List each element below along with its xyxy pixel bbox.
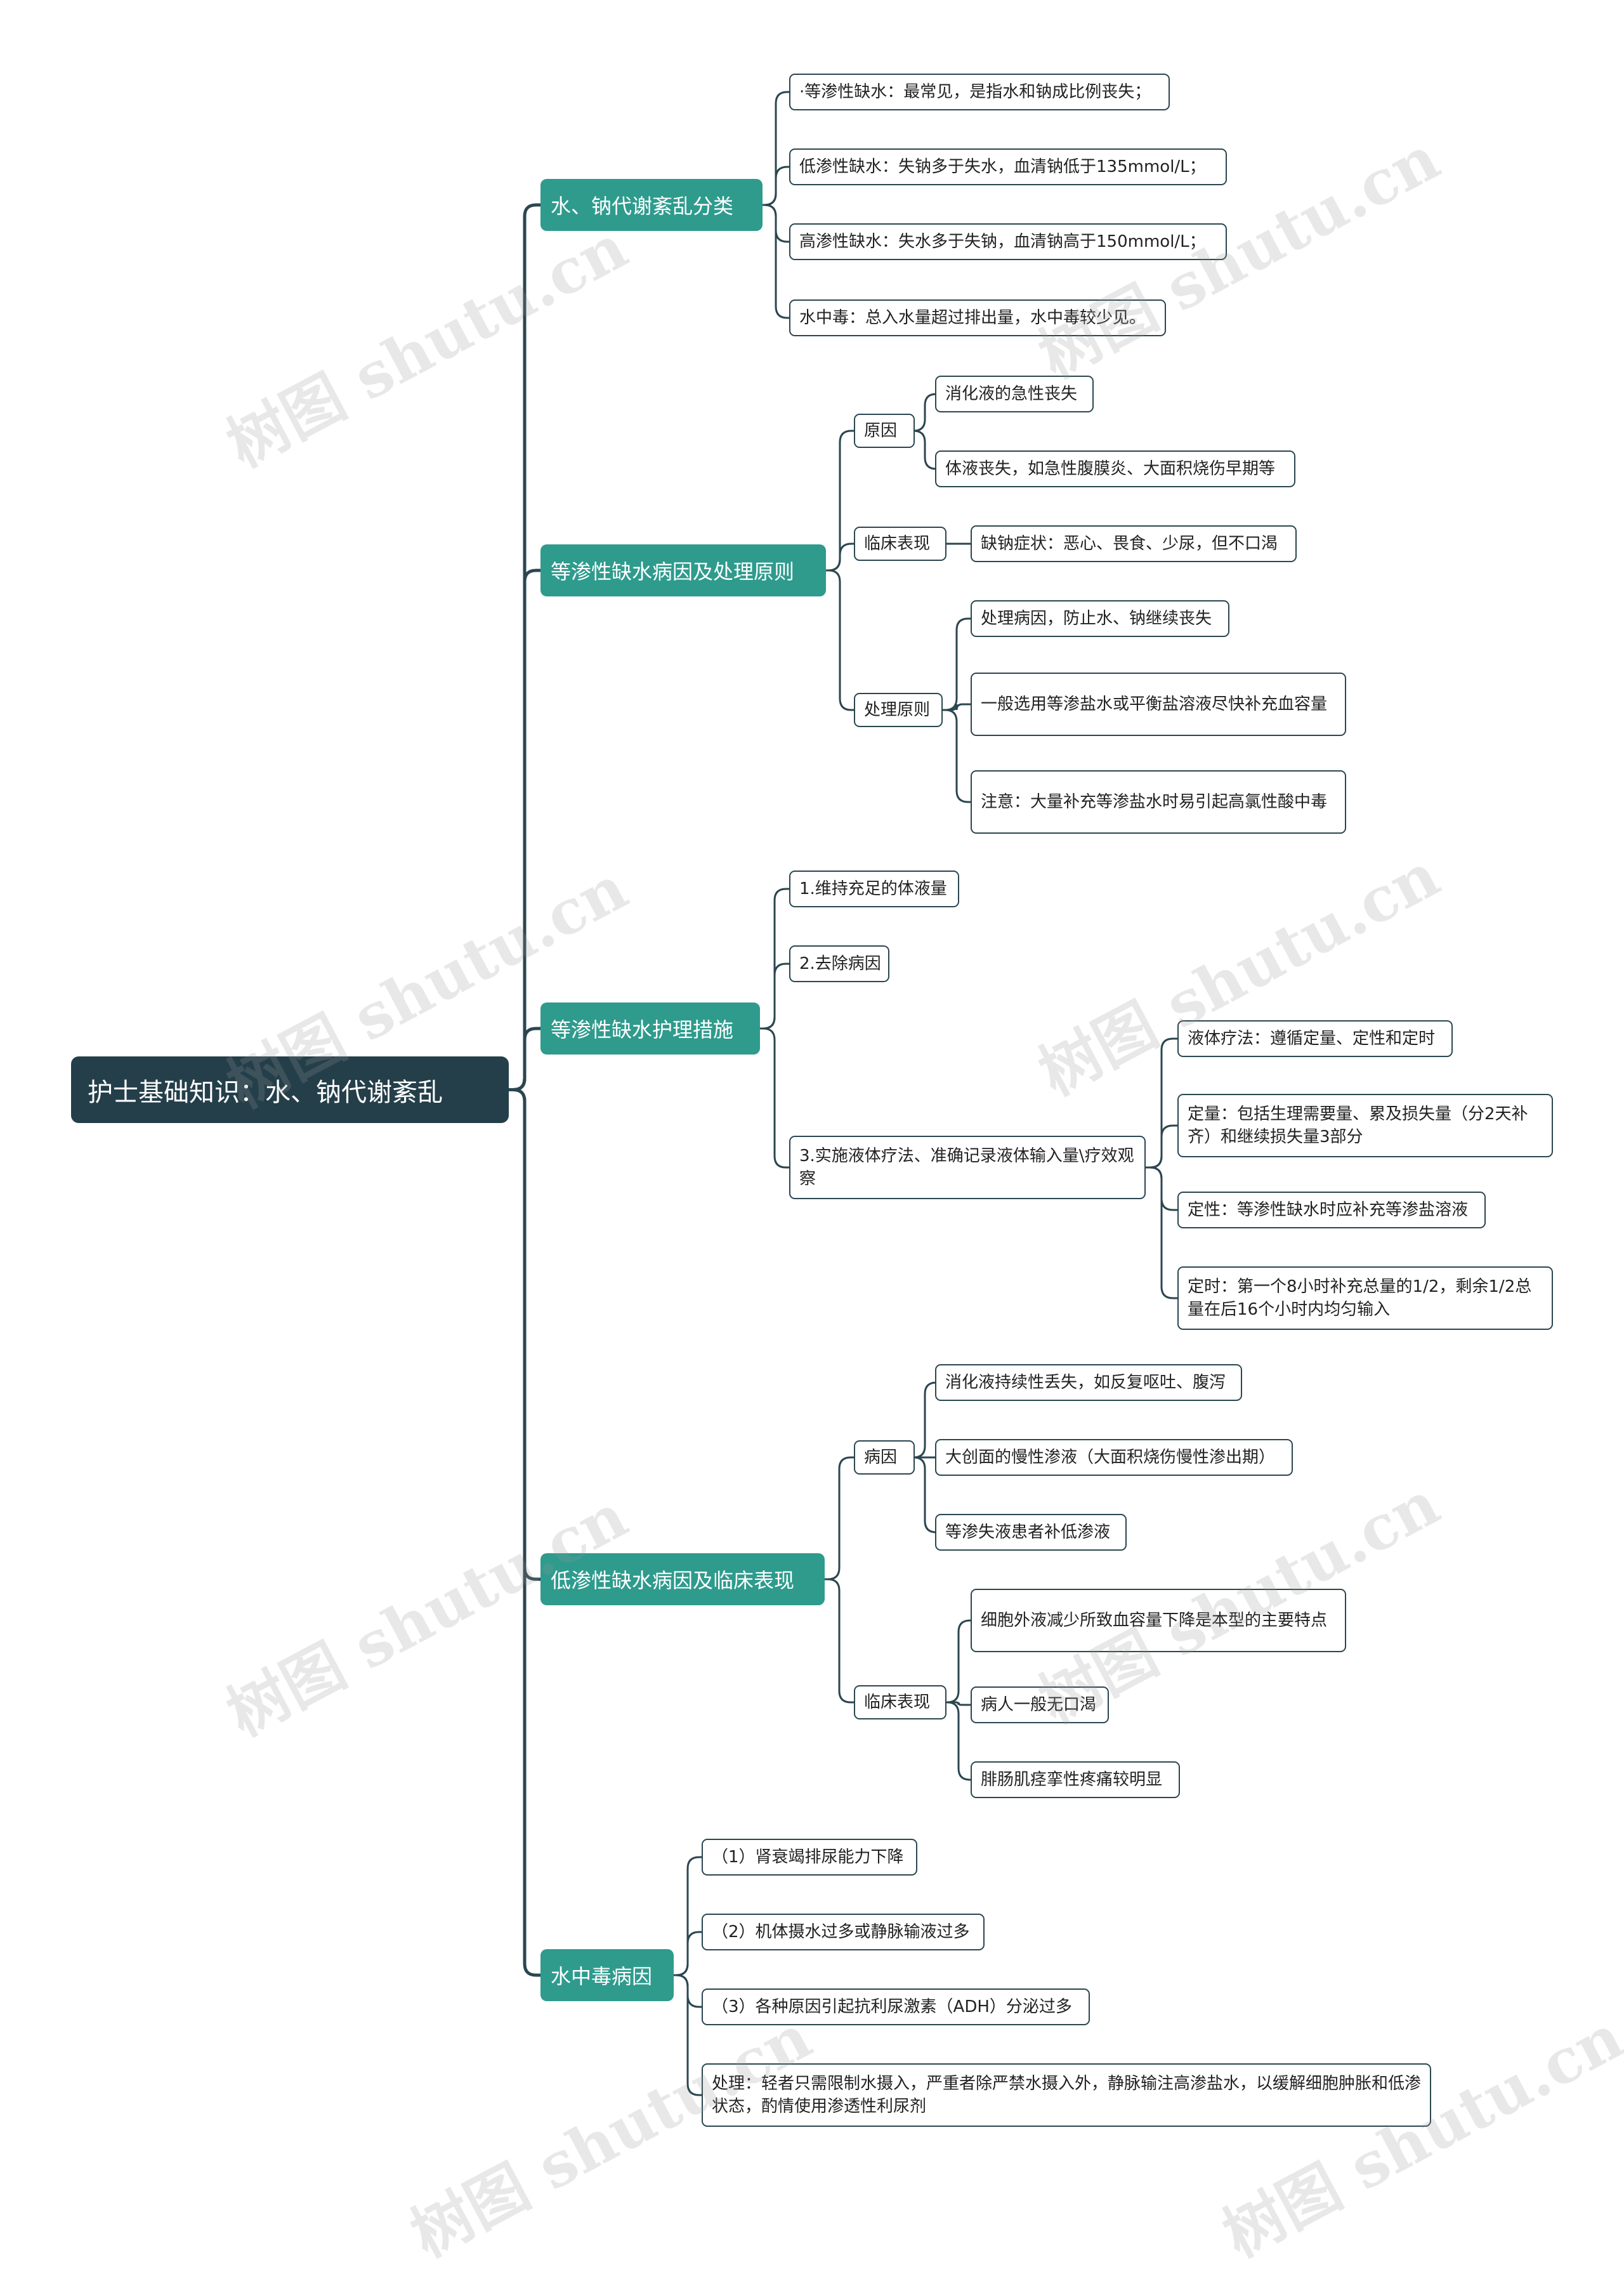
connector-line <box>1146 1166 1177 1299</box>
connector-line <box>760 1027 789 1169</box>
root-node[interactable]: 护士基础知识：水、钠代谢紊乱 <box>71 1056 509 1123</box>
leaf-water-intoxication[interactable]: 水中毒：总入水量超过排出量，水中毒较少见。 <box>789 299 1166 336</box>
mindmap-canvas: 护士基础知识：水、钠代谢紊乱 水、钠代谢紊乱分类 ·等渗性缺水：最常见，是指水和… <box>71 74 1624 2271</box>
connector-line <box>946 1619 971 1704</box>
branch-isotonic-cause[interactable]: 等渗性缺水病因及处理原则 <box>540 544 826 596</box>
leaf-clinical-sodium[interactable]: 缺钠症状：恶心、畏食、少尿，但不口渴 <box>971 525 1297 562</box>
connector-line <box>826 542 854 572</box>
leaf-hypo-clinical-cramp[interactable]: 腓肠肌痉挛性疼痛较明显 <box>971 1761 1180 1798</box>
leaf-care-remove-cause[interactable]: 2.去除病因 <box>789 945 889 982</box>
leaf-hypotonic[interactable]: 低渗性缺水：失钠多于失水，血清钠低于135mmol/L； <box>789 148 1227 185</box>
node-hypo-cause[interactable]: 病因 <box>854 1440 915 1475</box>
leaf-isotonic[interactable]: ·等渗性缺水：最常见，是指水和钠成比例丧失； <box>789 74 1170 110</box>
connector-lines <box>509 91 1177 2096</box>
node-care-fluid-therapy[interactable]: 3.实施液体疗法、准确记录液体输入量\疗效观察 <box>789 1136 1146 1199</box>
leaf-care-volume[interactable]: 1.维持充足的体液量 <box>789 871 959 907</box>
leaf-wi-adh[interactable]: （3）各种原因引起抗利尿激素（ADH）分泌过多 <box>702 1988 1090 2025</box>
leaf-principle-note[interactable]: 注意：大量补充等渗盐水时易引起高氯性酸中毒 <box>971 770 1346 834</box>
leaf-hypo-clinical-volume[interactable]: 细胞外液减少所致血容量下降是本型的主要特点 <box>971 1589 1346 1652</box>
leaf-hypertonic[interactable]: 高渗性缺水：失水多于失钠，血清钠高于150mmol/L； <box>789 223 1227 260</box>
leaf-therapy-quantity[interactable]: 定量：包括生理需要量、累及损失量（分2天补齐）和继续损失量3部分 <box>1177 1094 1553 1157</box>
leaf-principle-saline[interactable]: 一般选用等渗盐水或平衡盐溶液尽快补充血容量 <box>971 673 1346 736</box>
connector-line <box>1146 1124 1177 1169</box>
connector-line <box>913 1456 937 1534</box>
connector-line <box>509 1027 540 1091</box>
leaf-wi-treatment[interactable]: 处理：轻者只需限制水摄入，严重者除严禁水摄入外，静脉输注高渗盐水，以缓解细胞肿胀… <box>702 2063 1431 2127</box>
connector-line <box>826 569 854 711</box>
node-cause[interactable]: 原因 <box>854 414 915 448</box>
branch-isotonic-care[interactable]: 等渗性缺水护理措施 <box>540 1002 760 1055</box>
branch-hypotonic[interactable]: 低渗性缺水病因及临床表现 <box>540 1553 825 1605</box>
connector-line <box>674 1974 702 2096</box>
connector-line <box>913 430 937 470</box>
leaf-hypo-clinical-thirst[interactable]: 病人一般无口渴 <box>971 1686 1109 1723</box>
leaf-therapy-timing[interactable]: 定时：第一个8小时补充总量的1/2，剩余1/2总量在后16个小时内均匀输入 <box>1177 1266 1553 1330</box>
leaf-hypo-cause-fluid[interactable]: 等渗失液患者补低渗液 <box>935 1514 1127 1551</box>
leaf-principle-treat[interactable]: 处理病因，防止水、钠继续丧失 <box>971 600 1229 637</box>
leaf-therapy-rule[interactable]: 液体疗法：遵循定量、定性和定时 <box>1177 1020 1453 1057</box>
leaf-therapy-quality[interactable]: 定性：等渗性缺水时应补充等渗盐溶液 <box>1177 1192 1486 1228</box>
leaf-hypo-cause-digestive[interactable]: 消化液持续性丢失，如反复呕吐、腹泻 <box>935 1364 1242 1401</box>
connector-line <box>913 1381 937 1459</box>
connector-line <box>946 1701 971 1706</box>
connector-line <box>763 166 789 206</box>
connector-line <box>509 568 540 1091</box>
connector-line <box>825 1578 854 1704</box>
leaf-wi-kidney[interactable]: （1）肾衰竭排尿能力下降 <box>702 1839 917 1876</box>
connector-line <box>946 1701 971 1781</box>
node-principle[interactable]: 处理原则 <box>854 693 943 727</box>
connector-line <box>943 703 971 711</box>
connector-line <box>943 709 971 803</box>
leaf-wi-intake[interactable]: （2）机体摄水过多或静脉输液过多 <box>702 1914 985 1950</box>
connector-line <box>763 204 789 319</box>
leaf-cause-digestive[interactable]: 消化液的急性丧失 <box>935 376 1094 412</box>
connector-line <box>825 1456 854 1581</box>
node-clinical[interactable]: 临床表现 <box>854 527 946 561</box>
connector-line <box>674 1931 702 1976</box>
leaf-cause-body-fluid[interactable]: 体液丧失，如急性腹膜炎、大面积烧伤早期等 <box>935 450 1295 487</box>
leaf-hypo-cause-wound[interactable]: 大创面的慢性渗液（大面积烧伤慢性渗出期） <box>935 1439 1293 1476</box>
connector-line <box>760 963 789 1030</box>
branch-classification[interactable]: 水、钠代谢紊乱分类 <box>540 179 763 231</box>
connector-line <box>509 1088 540 1977</box>
node-hypo-clinical[interactable]: 临床表现 <box>854 1685 946 1719</box>
connector-line <box>943 617 971 711</box>
connector-line <box>913 393 937 432</box>
branch-water-intoxication[interactable]: 水中毒病因 <box>540 1949 674 2001</box>
